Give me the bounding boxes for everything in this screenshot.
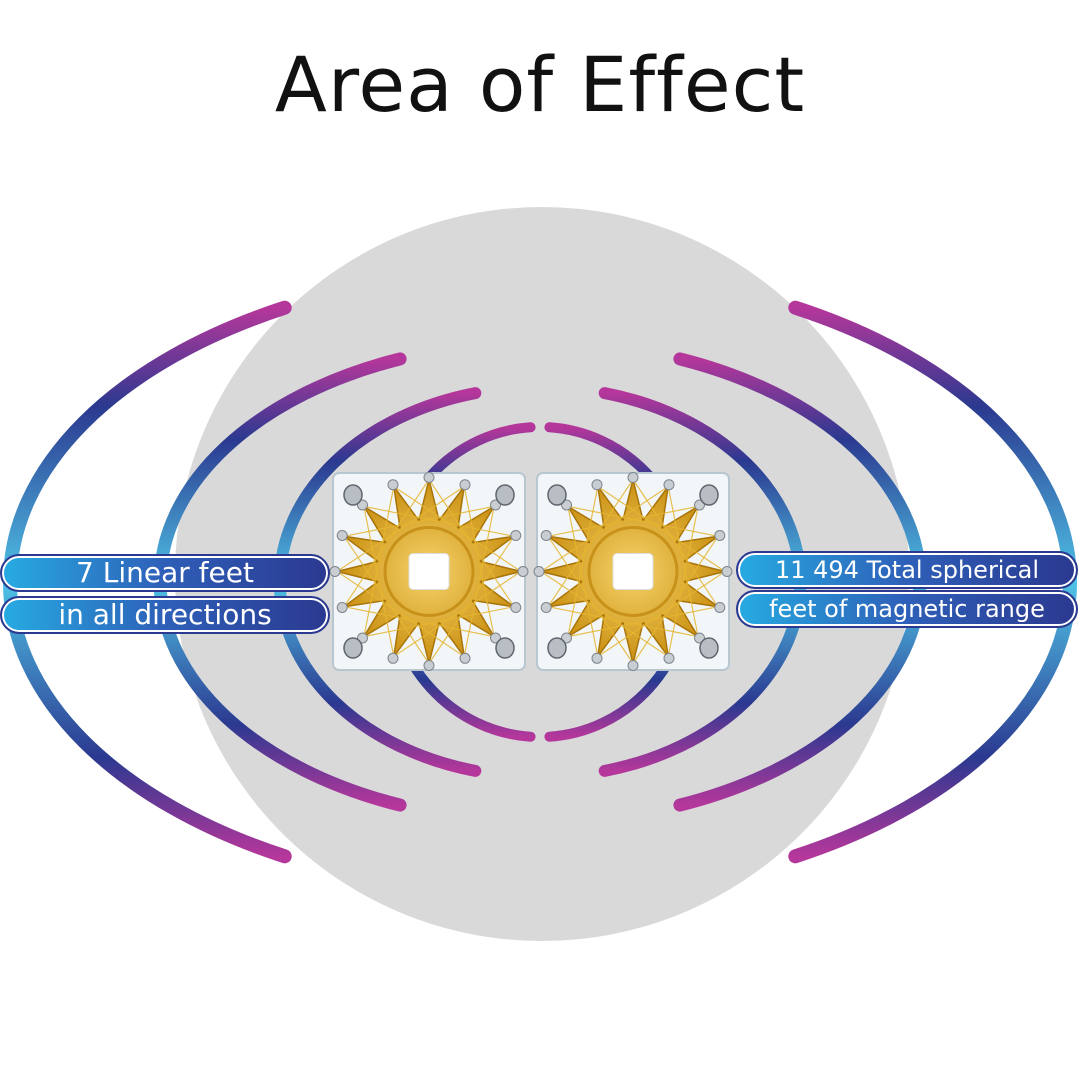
spherical-feet-label: 11 494 Total spherical (736, 551, 1078, 589)
device-right-pin (561, 499, 572, 511)
device-right-string (567, 505, 719, 537)
linear-feet-label: 7 Linear feet (0, 554, 330, 592)
device-left-pin (423, 472, 435, 483)
device-right-pin (591, 652, 603, 664)
device-left-screw (343, 637, 363, 659)
device-left-pin (510, 530, 522, 541)
device-left-screw (495, 637, 515, 659)
device-right-pin (694, 632, 705, 644)
device-right-pin (721, 566, 733, 577)
device-left-pin (510, 602, 522, 613)
device-left-screw (495, 484, 515, 506)
device-right-pin (627, 660, 639, 671)
device-left-center-window (408, 553, 450, 590)
device-left-pin (336, 530, 348, 541)
device-right-string (597, 486, 726, 572)
device-right-screw (547, 484, 567, 506)
page-title: Area of Effect (274, 40, 806, 129)
device-right-screw (699, 484, 719, 506)
device-right-pin (540, 530, 552, 541)
device-right-screw (547, 637, 567, 659)
device-left-string (336, 486, 465, 572)
device-right-screw (699, 637, 719, 659)
device-left-pin (387, 479, 399, 491)
device-right-pin (627, 472, 639, 483)
device-left-pin (490, 632, 501, 644)
all-directions-label: in all directions (0, 596, 330, 634)
device-left-pin (357, 632, 368, 644)
device-right-pin (714, 602, 726, 613)
device-right-pin (663, 479, 675, 491)
device-left-pin (517, 566, 529, 577)
device-plate-left (329, 472, 529, 671)
device-left-pin (329, 566, 341, 577)
device-right-pin (591, 479, 603, 491)
device-left-pin (423, 660, 435, 671)
device-right-pin (663, 652, 675, 664)
device-left-pin (459, 479, 471, 491)
device-left-string (393, 486, 522, 572)
device-right-string (540, 486, 669, 572)
device-left-string (363, 505, 515, 537)
device-right-string (547, 505, 699, 537)
device-right-inner-ring (587, 526, 679, 617)
device-left-screw (343, 484, 363, 506)
magnetic-range-label: feet of magnetic range (736, 590, 1078, 628)
device-right-pin (540, 602, 552, 613)
device-plate-right (533, 472, 733, 671)
device-right-center-window (612, 553, 654, 590)
device-right-pin (694, 499, 705, 511)
device-left-inner-ring (383, 526, 475, 617)
device-right-pin (561, 632, 572, 644)
device-left-pin (336, 602, 348, 613)
device-right-pin (533, 566, 545, 577)
device-left-string (343, 505, 495, 537)
device-left-pin (459, 652, 471, 664)
device-left-pin (387, 652, 399, 664)
device-right-pin (714, 530, 726, 541)
device-left-pin (357, 499, 368, 511)
device-left-pin (490, 499, 501, 511)
